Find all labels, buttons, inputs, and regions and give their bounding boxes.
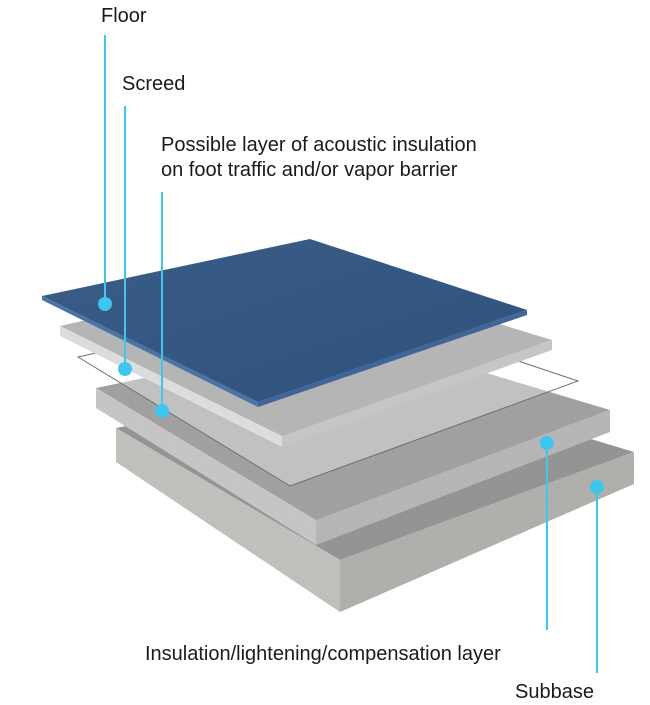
insulation-leader-dot xyxy=(540,436,554,450)
leader-lines xyxy=(98,35,604,673)
screed-right-side xyxy=(282,340,552,447)
acoustic-label-line-2: on foot traffic and/or vapor barrier xyxy=(161,159,458,181)
subbase-label: Subbase xyxy=(515,681,594,703)
floor-top xyxy=(42,239,527,402)
insulation-label: Insulation/lightening/compensation layer xyxy=(145,643,501,665)
acoustic-insulation-label: Possible layer of acoustic insulation on… xyxy=(161,133,477,183)
insulation-right-side xyxy=(316,410,610,545)
floor-leader-dot xyxy=(98,297,112,311)
floor-left-side xyxy=(42,296,258,407)
subbase-right-side xyxy=(340,452,634,612)
subbase-leader-dot xyxy=(590,480,604,494)
screed-label: Screed xyxy=(122,73,186,95)
screed-left-side xyxy=(60,326,282,447)
floor-layer xyxy=(42,239,527,407)
insulation-left-side xyxy=(96,388,316,545)
floor-label: Floor xyxy=(101,5,147,27)
acoustic-leader-dot xyxy=(155,404,169,418)
acoustic-label-line-1: Possible layer of acoustic insulation xyxy=(161,134,477,156)
subbase-left-side xyxy=(116,428,340,612)
screed-leader-dot xyxy=(118,362,132,376)
floor-right-side xyxy=(258,310,527,407)
